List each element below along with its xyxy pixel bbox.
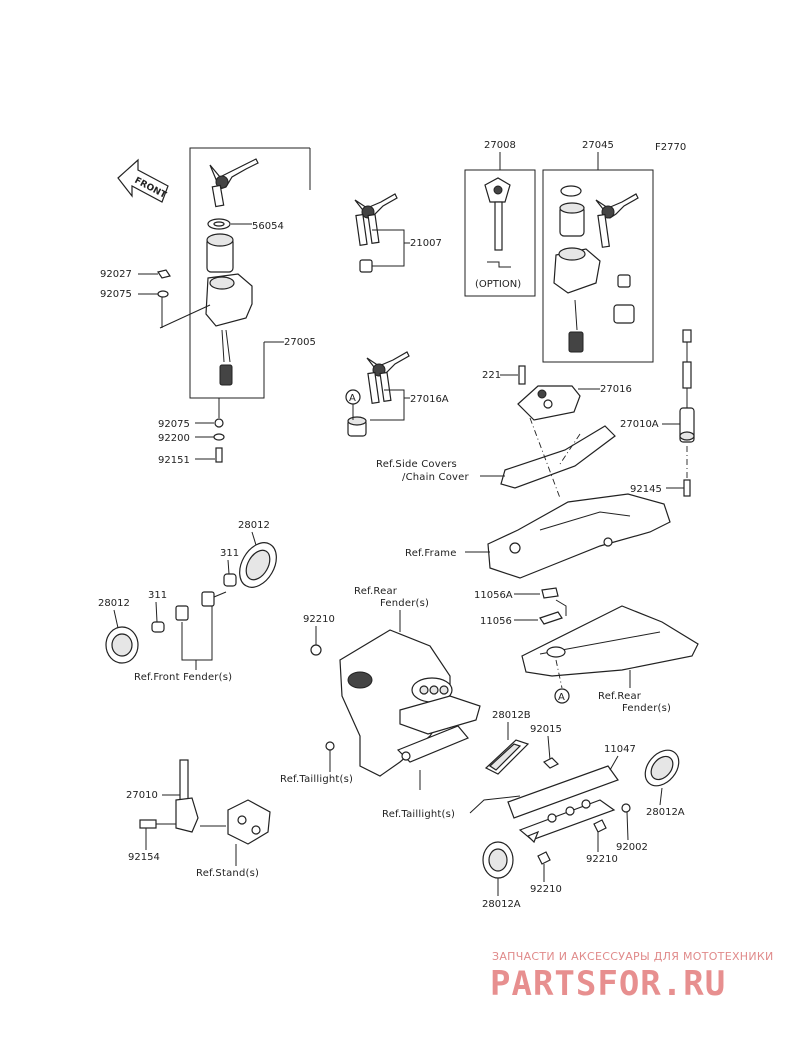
label-56054: 56054 [252,221,284,232]
label-A-1: A [349,393,356,404]
watermark-brand-logo: PARTSFOR.RU [490,964,727,1004]
label-92151: 92151 [158,455,190,466]
label-92154: 92154 [128,852,160,863]
label-92075-a: 92075 [100,289,132,300]
key-icon [209,158,259,208]
label-92027: 92027 [100,269,132,280]
label-221: 221 [482,370,501,381]
label-27008: 27008 [484,140,516,151]
ref-taillight-2: Ref.Taillight(s) [382,809,455,820]
frame-section [487,493,671,579]
ref-rear-fender-right-1: Ref.Rear [598,691,642,702]
label-92145: 92145 [630,484,662,495]
label-28012A-right: 28012A [646,807,685,818]
label-92200: 92200 [158,433,190,444]
ref-rear-fender-right-2: Fender(s) [622,703,671,714]
key-blank-27008 [464,169,536,297]
reflector-28012B [484,739,530,775]
switch-27016 [517,365,581,421]
label-27005: 27005 [284,337,316,348]
plate-bracket-11047 [507,765,619,844]
key-set-21007 [354,193,405,273]
label-28012B: 28012B [492,710,531,721]
ref-front-fender: Ref.Front Fender(s) [134,672,232,683]
side-stand-switch-27010 [139,759,271,845]
front-arrow-icon: FRONT [117,158,169,203]
key-set-27016A [345,351,410,437]
label-27016: 27016 [600,384,632,395]
label-11056: 11056 [480,616,512,627]
label-311-mid: 311 [148,590,167,601]
label-92210-bot: 92210 [530,884,562,895]
rear-fender-undertray [521,587,699,689]
label-92075-b: 92075 [158,419,190,430]
label-92210-mid: 92210 [586,854,618,865]
side-cover-bracket [500,425,616,489]
label-27016A: 27016A [410,394,449,405]
rear-fender-bracket [339,629,481,790]
label-27010A: 27010A [620,419,659,430]
label-28012A-bottom: 28012A [482,899,521,910]
label-11047: 11047 [604,744,636,755]
watermark: ЗАПЧАСТИ И АКСЕССУАРЫ ДЛЯ МОТОТЕХНИКИ PA… [470,950,790,1010]
ref-side-covers: Ref.Side Covers [376,459,457,470]
label-92015: 92015 [530,724,562,735]
lock-set-27045 [542,169,654,363]
ref-rear-fender-top-1: Ref.Rear [354,586,398,597]
label-28012-left: 28012 [98,598,130,609]
reflector-28012A-bottom [482,841,514,879]
label-A-2: A [558,692,565,703]
label-11056A: 11056A [474,590,513,601]
front-reflector-group [105,542,277,664]
ref-chain-cover: /Chain Cover [402,472,469,483]
watermark-tagline: ЗАПЧАСТИ И АКСЕССУАРЫ ДЛЯ МОТОТЕХНИКИ [492,950,774,963]
label-311-top: 311 [220,548,239,559]
label-92002: 92002 [616,842,648,853]
label-28012-top: 28012 [238,520,270,531]
ref-frame: Ref.Frame [405,548,457,559]
ref-stand: Ref.Stand(s) [196,868,259,879]
switch-27010A [679,329,695,497]
reflector-28012A-right [644,749,680,787]
label-92210-top: 92210 [303,614,335,625]
label-21007: 21007 [410,238,442,249]
ref-rear-fender-top-2: Fender(s) [380,598,429,609]
label-option: (OPTION) [475,279,521,290]
figure-code: F2770 [655,142,686,153]
label-27010: 27010 [126,790,158,801]
label-27045: 27045 [582,140,614,151]
ref-taillight-1: Ref.Taillight(s) [280,774,353,785]
ignition-switch-27005 [157,147,311,463]
